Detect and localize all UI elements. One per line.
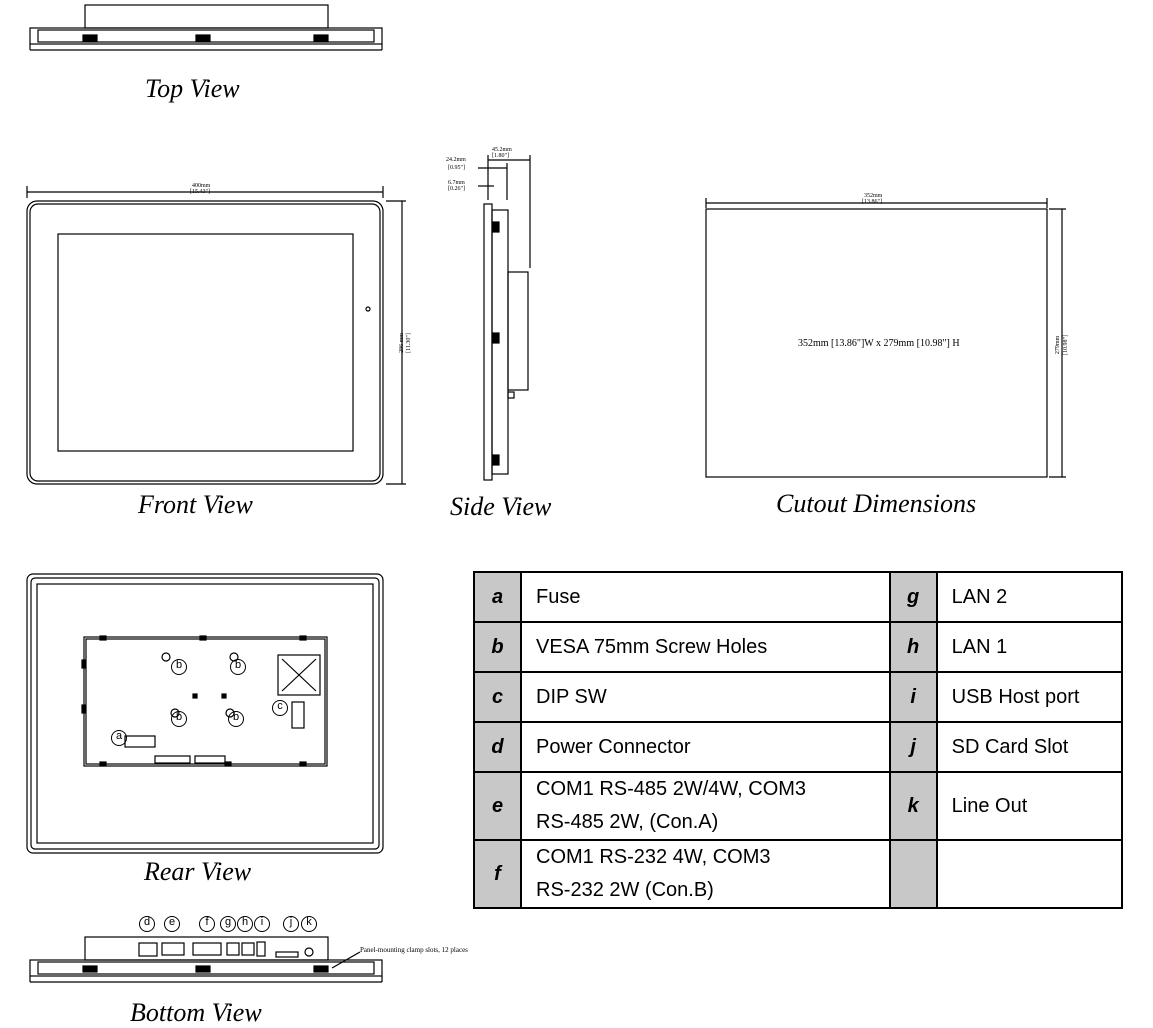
legend-value: LAN 1 bbox=[935, 621, 1124, 673]
side-view-drawing bbox=[478, 155, 531, 481]
legend-key-empty bbox=[888, 839, 938, 909]
legend-value-line1: COM1 RS-485 2W/4W, COM3 bbox=[536, 778, 807, 800]
callout-b-1: b bbox=[171, 659, 187, 675]
front-height-in: [11.30"] bbox=[405, 333, 412, 353]
side-depth-a-mm: 24.2mm bbox=[446, 157, 466, 163]
legend-key: b bbox=[473, 621, 522, 673]
callout-a: a bbox=[111, 730, 127, 746]
legend-value: VESA 75mm Screw Holes bbox=[520, 621, 891, 673]
side-depth-total-in: [1.80"] bbox=[492, 153, 509, 159]
table-row: a Fuse g LAN 2 bbox=[473, 571, 1124, 623]
legend-key: h bbox=[888, 621, 938, 673]
callout-h: h bbox=[237, 916, 253, 932]
cutout-drawing bbox=[705, 198, 1066, 478]
cutout-width-in: [13.86"] bbox=[862, 199, 882, 205]
rear-view-drawing bbox=[26, 573, 384, 854]
table-row: d Power Connector j SD Card Slot bbox=[473, 721, 1124, 773]
front-height-mm: 286 mm bbox=[398, 333, 405, 353]
cutout-height-mm: 279mm bbox=[1055, 335, 1062, 355]
rear-view-label: Rear View bbox=[144, 857, 252, 886]
callout-i: i bbox=[254, 916, 270, 932]
table-row: c DIP SW i USB Host port bbox=[473, 671, 1124, 723]
front-view-drawing bbox=[26, 186, 406, 485]
top-view-label: Top View bbox=[145, 74, 240, 103]
legend-value: USB Host port bbox=[935, 671, 1124, 723]
callout-e: e bbox=[164, 916, 180, 932]
bottom-view-label: Bottom View bbox=[130, 998, 262, 1027]
side-depth-a-in: [0.95"] bbox=[448, 165, 465, 171]
bottom-view-drawing bbox=[29, 936, 383, 983]
legend-value: Fuse bbox=[520, 571, 891, 623]
callout-k: k bbox=[301, 916, 317, 932]
callout-f: f bbox=[199, 916, 215, 932]
legend-key: j bbox=[888, 721, 938, 773]
legend-key: c bbox=[473, 671, 522, 723]
legend-value-line2: RS-485 2W, (Con.A) bbox=[536, 811, 719, 833]
front-width-mm: 400mm bbox=[192, 183, 211, 189]
legend-key: g bbox=[888, 571, 938, 623]
cutout-width-mm: 352mm bbox=[864, 193, 883, 199]
callout-c: c bbox=[272, 700, 288, 716]
side-depth-total-mm: 45.2mm bbox=[492, 147, 512, 153]
callout-j: j bbox=[283, 916, 299, 932]
front-view-label: Front View bbox=[138, 490, 253, 519]
legend-value-line1: COM1 RS-232 4W, COM3 bbox=[536, 846, 771, 868]
legend-value-line2: RS-232 2W (Con.B) bbox=[536, 879, 714, 901]
side-depth-b-in: [0.26"] bbox=[448, 186, 465, 192]
connector-legend-table: a Fuse g LAN 2 b VESA 75mm Screw Holes h… bbox=[473, 571, 1124, 909]
legend-key: a bbox=[473, 571, 522, 623]
callout-d: d bbox=[139, 916, 155, 932]
table-row: b VESA 75mm Screw Holes h LAN 1 bbox=[473, 621, 1124, 673]
top-view-drawing bbox=[29, 4, 383, 51]
legend-value: Line Out bbox=[935, 771, 1124, 841]
cutout-label: Cutout Dimensions bbox=[776, 489, 977, 518]
callout-b-2: b bbox=[230, 659, 246, 675]
legend-value: DIP SW bbox=[520, 671, 891, 723]
front-width-in: [15.43"] bbox=[190, 189, 210, 195]
legend-key: i bbox=[888, 671, 938, 723]
cutout-dimension-text: 352mm [13.86"]W x 279mm [10.98"] H bbox=[798, 338, 960, 349]
legend-key: d bbox=[473, 721, 522, 773]
callout-b-4: b bbox=[228, 711, 244, 727]
legend-key: k bbox=[888, 771, 938, 841]
legend-value: LAN 2 bbox=[935, 571, 1124, 623]
legend-value: Power Connector bbox=[520, 721, 891, 773]
legend-key: e bbox=[473, 771, 522, 841]
legend-value: SD Card Slot bbox=[935, 721, 1124, 773]
clamp-slots-note: Panel-mounting clamp slots, 12 places bbox=[360, 946, 468, 954]
cutout-height-in: [10.98"] bbox=[1062, 335, 1069, 355]
callout-g: g bbox=[220, 916, 236, 932]
callout-b-3: b bbox=[171, 711, 187, 727]
legend-value-empty bbox=[935, 839, 1124, 909]
legend-key: f bbox=[473, 839, 522, 909]
side-view-label: Side View bbox=[450, 492, 552, 521]
side-depth-b-mm: 6.7mm bbox=[448, 180, 465, 186]
